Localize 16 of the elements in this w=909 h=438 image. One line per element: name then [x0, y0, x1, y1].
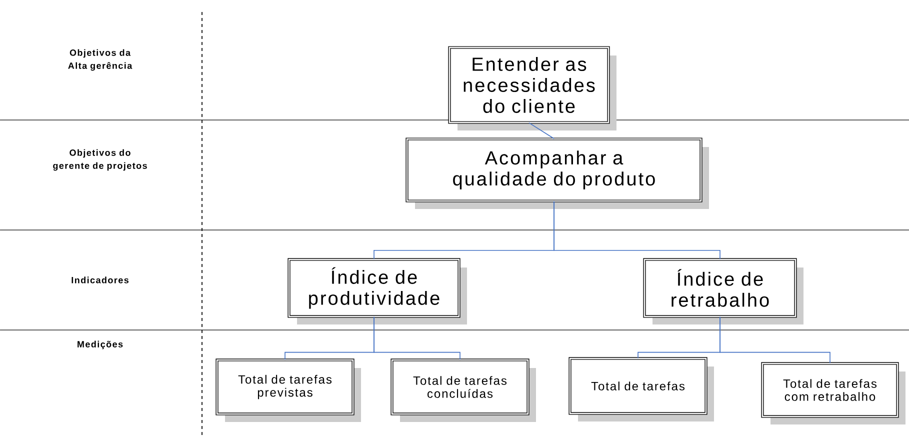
process-box: Índice de retrabalho: [643, 258, 804, 324]
process-box: Índice de produtividade: [288, 258, 467, 324]
connector-line: [374, 316, 460, 360]
row-heading: Indicadores: [72, 276, 128, 284]
process-box: Entender as necessidades do cliente: [448, 46, 616, 130]
connector-line: [720, 316, 830, 364]
process-box: Total de tarefas: [568, 357, 714, 422]
process-box: Total de tarefas com retrabalho: [761, 362, 906, 424]
process-box: Total de tarefas previstas: [216, 358, 361, 422]
process-box: Acompanhar a qualidade do produto: [406, 138, 709, 209]
connector-line: [554, 200, 720, 260]
process-box: Total de tarefas concluídas: [390, 358, 536, 422]
row-heading: Objetivos da Alta gerência: [68, 49, 132, 71]
connector-line: [528, 122, 554, 140]
row-heading: Medições: [78, 340, 123, 350]
row-heading: Objetivos do gerente de projetos: [53, 149, 147, 171]
